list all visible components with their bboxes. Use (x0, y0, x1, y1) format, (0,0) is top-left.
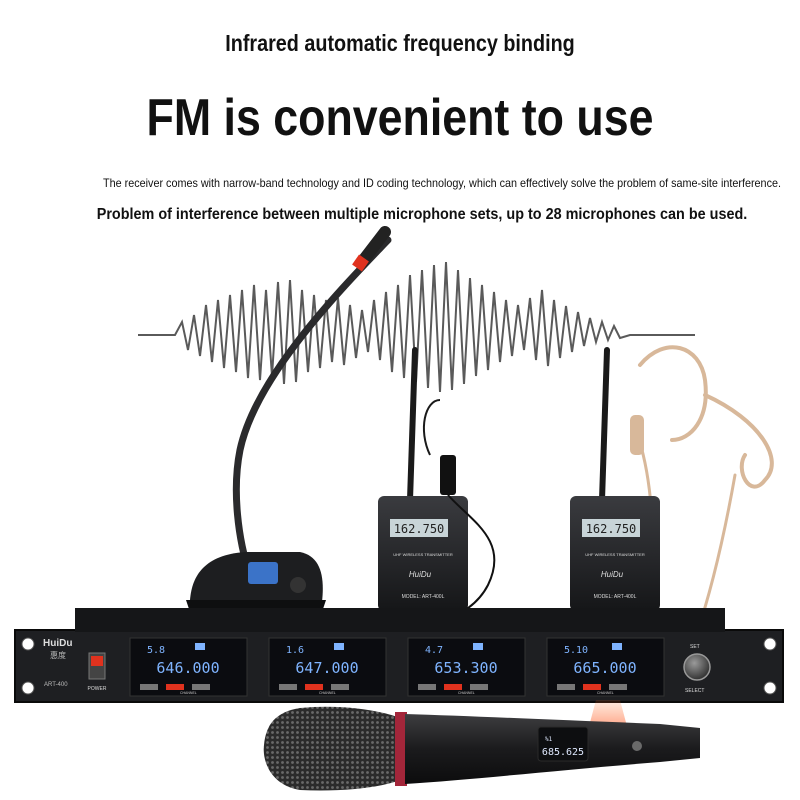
channel-frequency: 647.000 (295, 659, 358, 677)
channel-af-button[interactable] (418, 684, 436, 690)
channel-frequency: 653.300 (434, 659, 497, 677)
bodypack-transmitter-2: 162.750 UHF WIRELESS TRANSMITTER HuiDu M… (570, 347, 660, 611)
channel-level: 5.10 (564, 645, 588, 656)
channel-button[interactable] (331, 684, 349, 690)
channel-ifb-button[interactable] (305, 684, 323, 690)
description-line-2: Problem of interference between multiple… (96, 206, 748, 223)
subtitle: Infrared automatic frequency binding (225, 30, 575, 56)
handheld-ir-sensor (632, 741, 642, 751)
receiver-unit: HuiDu 惠度 ART-400 POWER 5.8 646.000 CHANN… (14, 608, 784, 703)
channel-display-3: 4.7 653.300 CHANNEL (407, 637, 526, 697)
transmitter-brand: HuiDu (601, 570, 624, 579)
channel-af-button[interactable] (140, 684, 158, 690)
receiver-brand-cn: 惠度 (50, 650, 66, 660)
channel-display-1: 5.8 646.000 CHANNEL (129, 637, 248, 697)
channel-button[interactable] (609, 684, 627, 690)
channel-frequency: 646.000 (156, 659, 219, 677)
channel-label: CHANNEL (180, 691, 197, 695)
transmitter-model: MODEL: ART-400L (594, 594, 637, 600)
channel-frequency: 665.000 (573, 659, 636, 677)
transmitter-lcd (582, 519, 640, 537)
transmitter-brand: HuiDu (409, 570, 432, 579)
receiver-model: ART-400 (44, 682, 68, 688)
channel-level: 4.7 (425, 645, 443, 656)
channel-label: CHANNEL (458, 691, 475, 695)
channel-level: 1.6 (286, 645, 304, 656)
handheld-lcd-frequency: 685.625 (542, 747, 584, 758)
power-label: POWER (88, 686, 107, 692)
page-title: FM is convenient to use (146, 89, 654, 147)
power-switch[interactable] (91, 656, 103, 666)
transmitter-model: MODEL: ART-400L (402, 594, 445, 600)
select-label: SELECT (685, 688, 704, 694)
channel-ifb-button[interactable] (166, 684, 184, 690)
channel-level: 5.8 (147, 645, 165, 656)
handheld-lcd-small: %1 (545, 736, 553, 743)
transmitter-lcd-value: 162.750 (586, 522, 637, 536)
transmitter-title: UHF WIRELESS TRANSMITTER (393, 552, 453, 557)
gooseneck-microphone-icon (186, 226, 392, 612)
transmitter-lcd (390, 519, 448, 537)
handheld-microphone-icon: %1 685.625 (263, 706, 700, 791)
channel-af-button[interactable] (557, 684, 575, 690)
channel-af-button[interactable] (279, 684, 297, 690)
receiver-brand: HuiDu (43, 638, 72, 649)
channel-button[interactable] (192, 684, 210, 690)
channel-label: CHANNEL (597, 691, 614, 695)
channel-display-4: 5.10 665.000 CHANNEL (546, 637, 665, 697)
transmitter-lcd-value: 162.750 (394, 522, 445, 536)
select-knob[interactable] (683, 653, 711, 681)
sound-wave-icon (138, 261, 695, 393)
bodypack-transmitter-1: 162.750 UHF WIRELESS TRANSMITTER HuiDu M… (378, 347, 496, 631)
channel-label: CHANNEL (319, 691, 336, 695)
channel-display-2: 1.6 647.000 CHANNEL (268, 637, 387, 697)
channel-ifb-button[interactable] (444, 684, 462, 690)
description-line-1: The receiver comes with narrow-band tech… (103, 176, 781, 190)
channel-button[interactable] (470, 684, 488, 690)
channel-ifb-button[interactable] (583, 684, 601, 690)
transmitter-title: UHF WIRELESS TRANSMITTER (585, 552, 645, 557)
set-label: SET (690, 644, 700, 650)
